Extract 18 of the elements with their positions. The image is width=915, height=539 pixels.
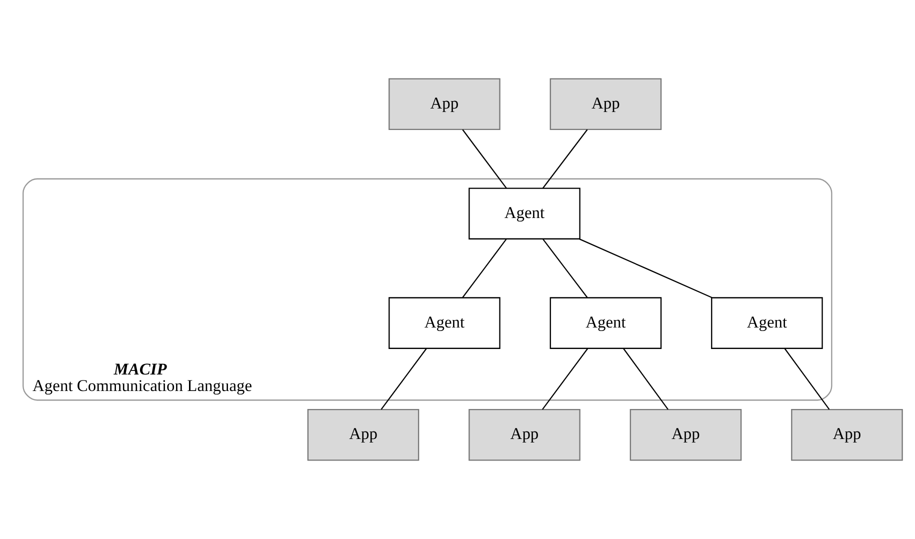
connector xyxy=(622,348,668,410)
node-box: App xyxy=(468,408,580,461)
node-box: Agent xyxy=(549,297,662,349)
node-box: App xyxy=(549,78,662,130)
node-box: App xyxy=(306,408,419,461)
node-box: App xyxy=(790,408,902,461)
connector xyxy=(578,238,712,298)
connector xyxy=(542,348,588,410)
connector xyxy=(542,238,588,298)
connector xyxy=(462,238,506,298)
connector xyxy=(542,129,588,189)
node-box: App xyxy=(388,78,500,130)
connector xyxy=(380,348,426,410)
node-box: Agent xyxy=(710,297,822,349)
node-box: Agent xyxy=(388,297,500,349)
connector xyxy=(462,129,506,189)
node-box: App xyxy=(629,408,742,461)
node-box: Agent xyxy=(468,188,580,240)
